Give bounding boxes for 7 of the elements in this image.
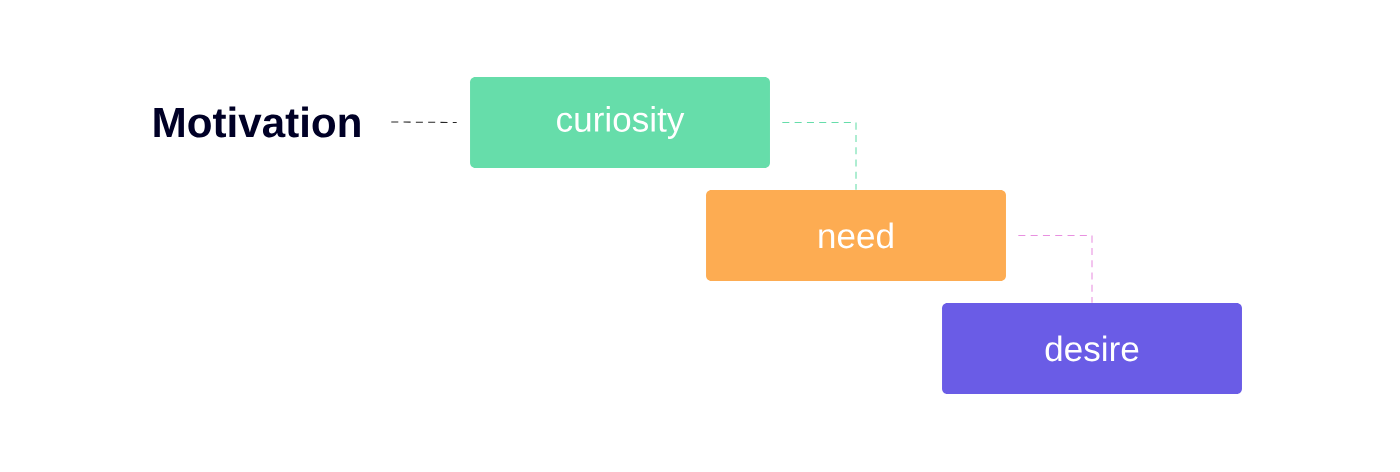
- connector-line: [781, 121, 857, 191]
- heading-label: Motivation: [154, 106, 360, 138]
- connector-line: [390, 121, 458, 123]
- connector-line: [1017, 234, 1093, 304]
- process-box: curiosity: [470, 77, 770, 168]
- process-box: need: [706, 190, 1006, 281]
- process-box: desire: [942, 303, 1242, 394]
